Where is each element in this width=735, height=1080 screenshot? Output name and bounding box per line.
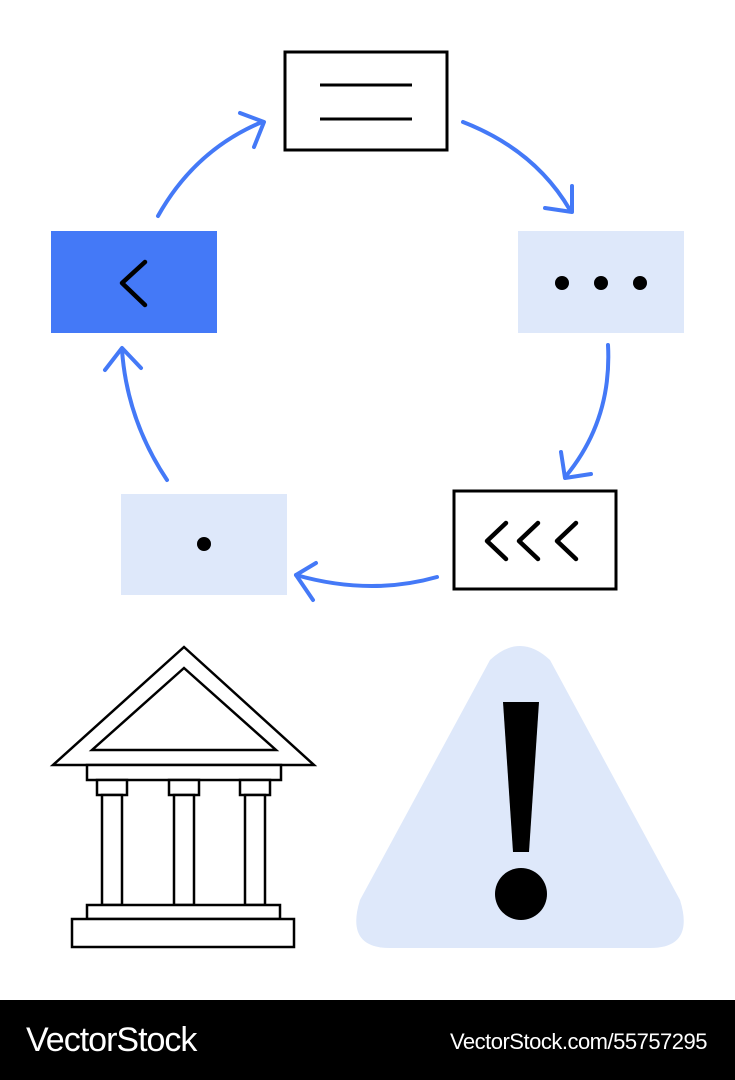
- arrow-to-rewind-card: [559, 343, 611, 480]
- image-reference: VectorStock.com/55757295: [449, 1029, 708, 1054]
- dot-icon: [197, 537, 211, 551]
- menu-lines-icon: [320, 83, 412, 121]
- chevron-left-icon: [119, 259, 148, 308]
- triple-chevron-left-icon: [484, 520, 579, 562]
- arrow-to-back-card: [103, 346, 169, 482]
- exclamation-bar: [503, 702, 539, 852]
- bank-building-icon: [49, 645, 318, 949]
- illustration-canvas: [49, 50, 684, 949]
- menu-card: [283, 50, 449, 152]
- ellipsis-icon: [555, 276, 647, 290]
- warning-triangle-icon: [356, 646, 684, 948]
- vectorstock-logo: VectorStock: [26, 1018, 197, 1062]
- ellipsis-card: [518, 231, 684, 333]
- brand-name: VectorStock: [26, 1021, 197, 1059]
- exclamation-dot: [495, 868, 547, 920]
- arrow-to-dot-card: [294, 561, 439, 602]
- cycle-arrows: [103, 111, 611, 602]
- arrow-to-menu-card: [156, 111, 266, 218]
- rewind-card: [452, 489, 618, 591]
- watermark-footer: VectorStock VectorStock.com/55757295: [0, 1000, 735, 1080]
- arrow-to-ellipsis-card: [461, 120, 574, 214]
- back-card: [51, 231, 217, 333]
- dot-card: [121, 494, 287, 595]
